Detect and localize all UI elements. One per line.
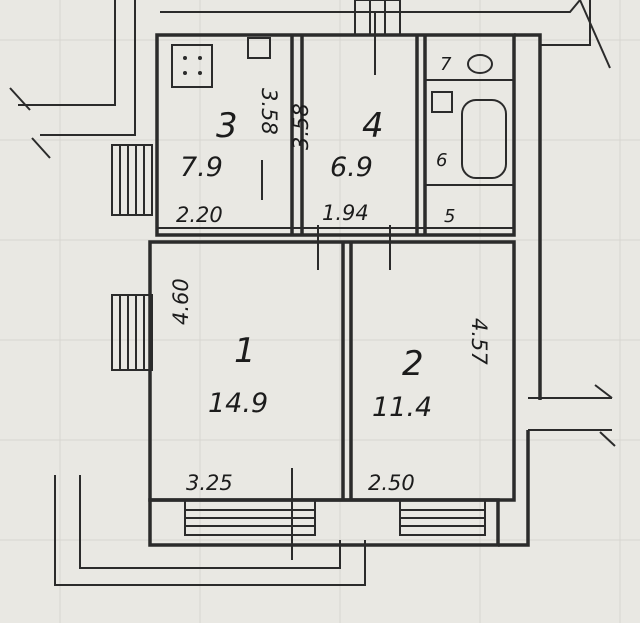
stove-icon: [171, 44, 213, 88]
room-7-number: 7: [440, 54, 452, 75]
room-3-area: 7.9: [180, 152, 223, 183]
room-4-width: 1.94: [322, 201, 369, 225]
room-2-area: 11.4: [372, 392, 432, 423]
room-4-length: 3.58: [289, 103, 313, 150]
room-3-width: 2.20: [176, 203, 223, 227]
bathtub-icon: [461, 99, 507, 179]
sink-icon: [247, 37, 271, 59]
room-6-number: 6: [436, 150, 447, 171]
room-5-number: 5: [444, 206, 455, 227]
room-3-length: 3.58: [257, 88, 281, 135]
toilet-icon: [467, 54, 493, 74]
room-1-width: 3.25: [186, 471, 233, 495]
room-3-number: 3: [216, 106, 238, 146]
room-2-number: 2: [402, 344, 424, 384]
room-2-length: 4.57: [467, 318, 491, 365]
room-2-width: 2.50: [368, 471, 415, 495]
fixtures: [171, 37, 507, 179]
room-4-area: 6.9: [330, 152, 373, 183]
washbasin-icon: [431, 91, 453, 113]
windows: [111, 0, 486, 536]
room-1-length: 4.60: [169, 278, 193, 325]
interior-walls: [157, 35, 514, 500]
room-1-number: 1: [234, 331, 256, 371]
doors: [261, 12, 391, 560]
apartment-outline: [148, 33, 542, 547]
room-4-number: 4: [362, 106, 384, 146]
building-context-walls: [9, 0, 616, 586]
room-1-area: 14.9: [208, 388, 268, 419]
